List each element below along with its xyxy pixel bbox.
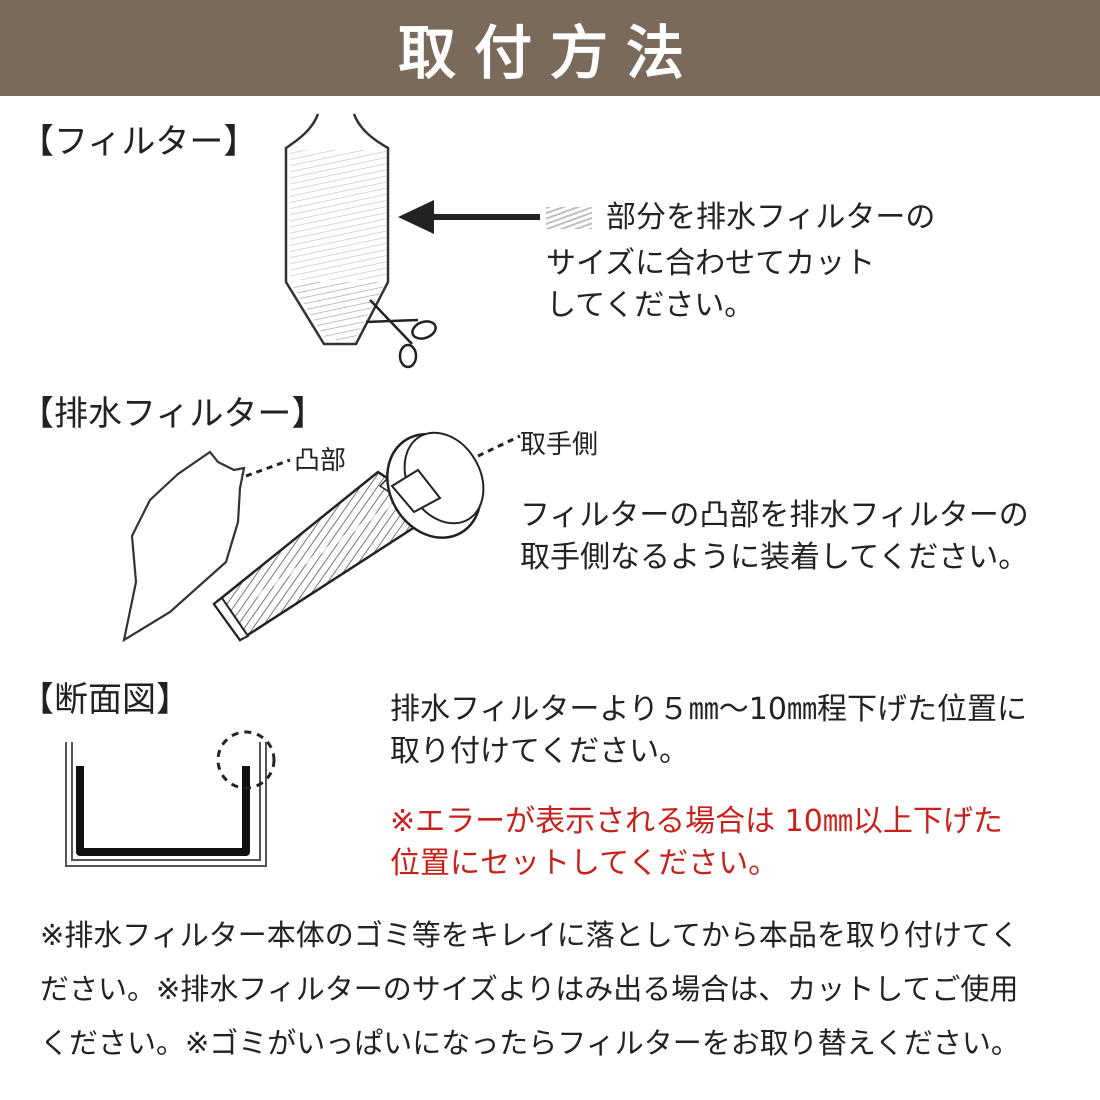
scissors-icon [365, 299, 437, 369]
drain-filter-label: 【排水フィルター】 [20, 394, 326, 434]
warning-line-2: 位置にセットしてください。 [390, 846, 779, 881]
filter-instruction-line-1: 部分を排水フィルターの [546, 198, 935, 238]
bump-callout-label: 凸部 [294, 446, 347, 476]
bump-callout-line [245, 458, 291, 478]
warning-line-1: ※エラーが表示される場合は 10㎜以上下げた [390, 804, 1003, 839]
detail-circle-marker [216, 730, 276, 790]
drain-filter-instruction-line-1: フィルターの凸部を排水フィルターの [520, 498, 1029, 533]
cross-section-instruction-line-1: 排水フィルターより５㎜～10㎜程下げた位置に [390, 692, 1027, 727]
title-banner: 取付方法 [0, 0, 1100, 96]
filter-section-line [76, 766, 250, 856]
arrow-left-icon [398, 200, 540, 234]
drain-filter-instruction-line-2: 取手側なるように装着してください。 [520, 540, 1029, 575]
filter-sheet-shape [122, 450, 246, 643]
filter-instruction-line-3: してください。 [546, 288, 755, 323]
filter-label: 【フィルター】 [20, 122, 258, 162]
cross-section-instruction-line-2: 取り付けてください。 [390, 734, 690, 769]
drain-container-outline [65, 742, 267, 867]
filter-instruction-line-2: サイズに合わせてカット [546, 246, 876, 281]
note-line-1: ※排水フィルター本体のゴミ等をキレイに落としてから本品を取り付けてく [40, 918, 1019, 952]
note-line-3: ください。※ゴミがいっぱいになったらフィルターをお取り替えください。 [40, 1026, 1020, 1060]
note-line-2: ださい。※排水フィルターのサイズよりはみ出る場合は、カットしてご使用 [40, 972, 1019, 1006]
handle-callout-line [477, 434, 521, 458]
filter-bag-shape [284, 113, 390, 346]
drain-basket-shape [212, 431, 485, 642]
handle-callout-label: 取手側 [520, 430, 599, 460]
page-title: 取付方法 [397, 19, 702, 87]
hatch-swatch-icon [546, 207, 592, 229]
cross-section-label: 【断面図】 [20, 680, 190, 720]
